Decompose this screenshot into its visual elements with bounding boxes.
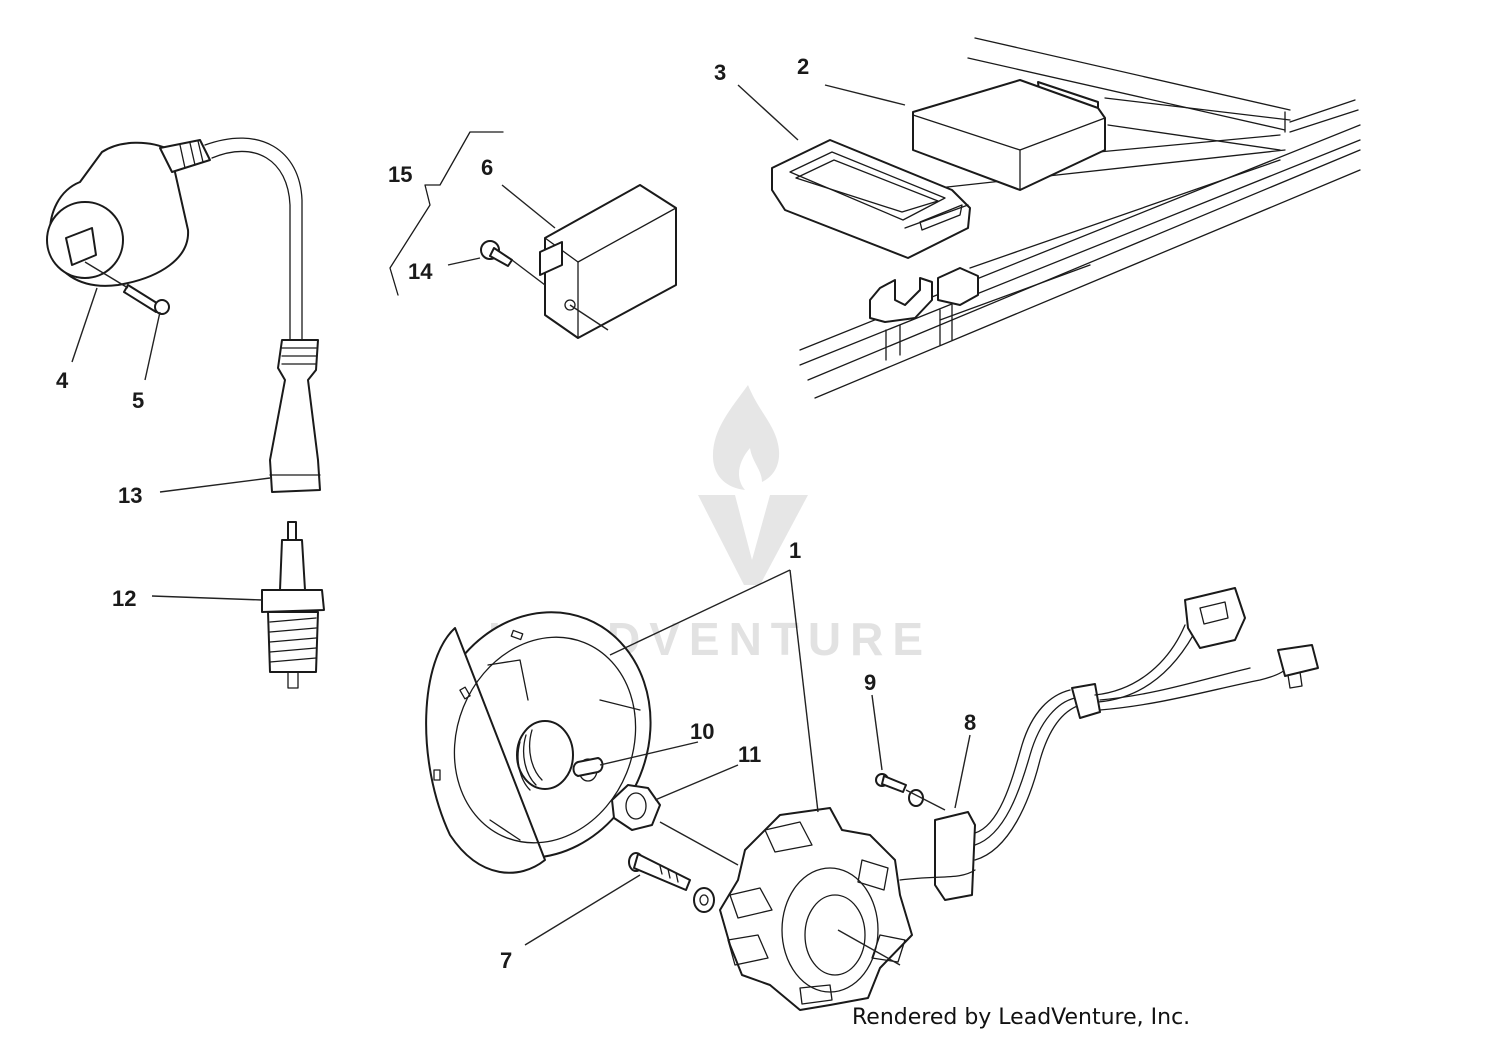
callout-7: 7 (500, 948, 512, 973)
callout-6: 6 (481, 155, 493, 180)
leader-9b (905, 789, 946, 811)
callout-15: 15 (388, 162, 412, 187)
leader-12 (151, 595, 263, 601)
leader-1a (609, 569, 791, 656)
part-11-nut (611, 784, 661, 831)
render-credit: Rendered by LeadVenture, Inc. (852, 1005, 1190, 1030)
part-8-wiring-harness (899, 587, 1319, 901)
part-9-bolt (875, 773, 924, 807)
leader-6 (501, 184, 556, 229)
leader-4 (71, 287, 98, 363)
part-6-cdi-module (539, 184, 677, 339)
frame-rails (799, 37, 1361, 399)
leader-11b (659, 821, 739, 866)
callout-8: 8 (964, 710, 976, 735)
part-7-bolt (628, 852, 715, 913)
callout-3: 3 (714, 60, 726, 85)
leader-14b (511, 259, 546, 286)
callout-10: 10 (690, 719, 714, 744)
leader-8 (954, 734, 971, 809)
part-13-plug-cap (269, 339, 321, 493)
part-14-screw (480, 240, 513, 267)
callout-13: 13 (118, 483, 142, 508)
leader-6b (569, 304, 609, 331)
part-3-connector-housing (771, 139, 971, 259)
leader-7 (524, 874, 641, 946)
callout-14: 14 (408, 259, 433, 284)
leader-4b (84, 261, 129, 289)
part-2-control-module (912, 79, 1106, 191)
leader-9 (871, 694, 883, 771)
harness-clips (869, 267, 979, 361)
leader-11 (654, 764, 739, 801)
leader-lines (71, 84, 971, 966)
part-4-ignition-coil (46, 137, 303, 346)
leader-14 (447, 257, 481, 266)
stator (719, 807, 913, 1011)
leader-3 (737, 84, 799, 141)
callout-12: 12 (112, 586, 136, 611)
leader-2 (824, 84, 906, 106)
leader-10 (599, 741, 699, 766)
callout-1: 1 (789, 538, 801, 563)
leader-5 (144, 311, 161, 381)
watermark-flame-logo (698, 385, 808, 585)
part-5-bolt (123, 284, 170, 315)
part-10-key (572, 757, 604, 777)
flywheel (425, 611, 652, 874)
callout-2: 2 (797, 54, 809, 79)
callout-9: 9 (864, 670, 876, 695)
callout-5: 5 (132, 388, 144, 413)
part-12-spark-plug (261, 521, 325, 689)
leader-13 (159, 477, 271, 493)
callouts: 1 2 3 4 5 6 7 8 9 10 11 12 13 14 15 (56, 54, 976, 973)
callout-4: 4 (56, 368, 69, 393)
leader-1b (789, 569, 819, 813)
callout-11: 11 (738, 742, 761, 767)
part-15-group-bracket (389, 131, 504, 296)
leader-stator (837, 929, 901, 966)
